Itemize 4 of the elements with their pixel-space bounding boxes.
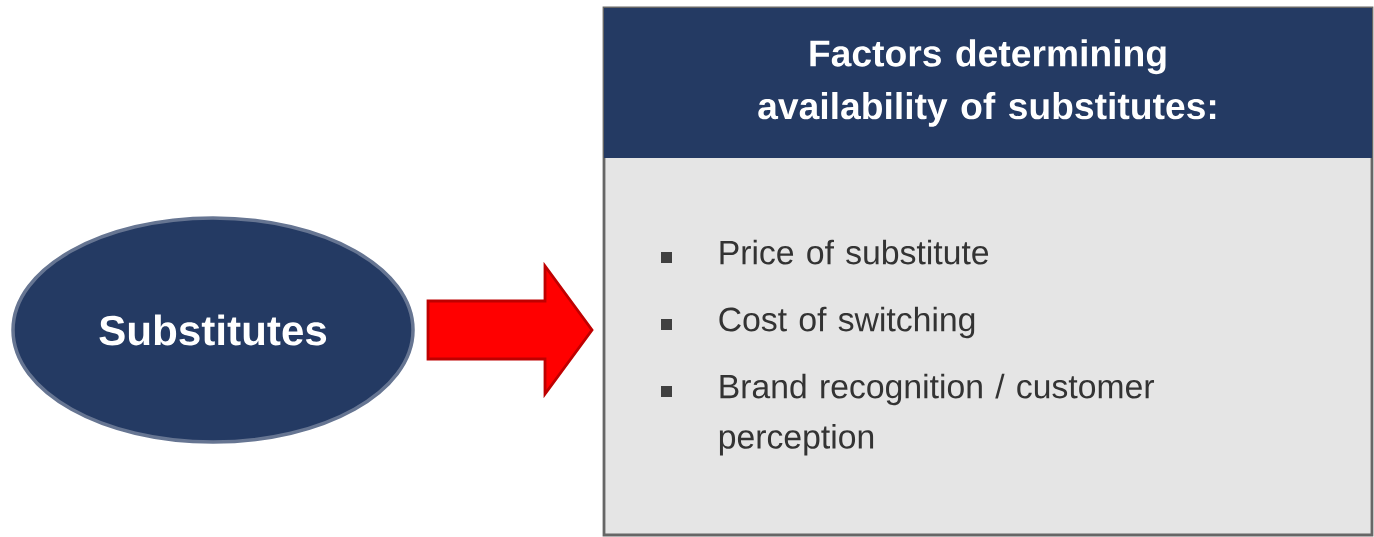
bullet-item: Price of substitute [661, 239, 989, 265]
bullet-item: Brand recognition / customer perception [661, 373, 1154, 456]
bullet-item: Cost of switching [661, 306, 975, 339]
block-arrow [426, 261, 594, 399]
